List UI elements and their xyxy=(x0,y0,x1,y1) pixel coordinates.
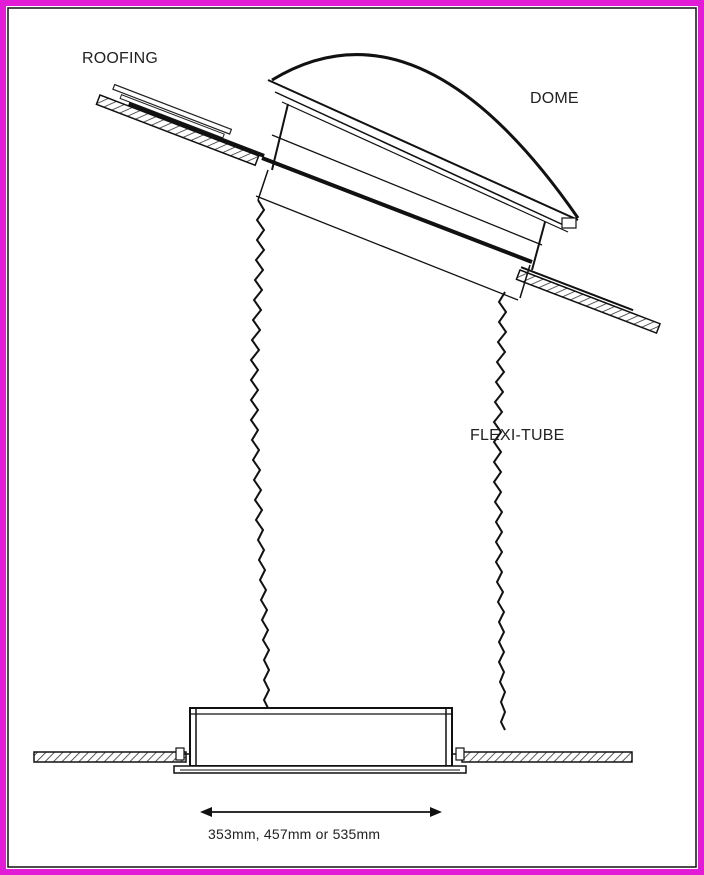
diameter-options-label: 353mm, 457mm or 535mm xyxy=(208,826,381,842)
roof-left xyxy=(95,83,265,167)
page-border-inner xyxy=(7,7,697,868)
dome-label: DOME xyxy=(530,90,579,107)
flexi-tube-label: FLEXI-TUBE xyxy=(470,427,565,444)
dome xyxy=(267,53,580,233)
flashing-collar xyxy=(255,103,546,301)
ceiling-left xyxy=(33,751,187,763)
roof-right xyxy=(515,266,662,335)
diffuser xyxy=(173,707,467,774)
flexi-tube-right-wall xyxy=(492,291,508,731)
flexi-tube-left-wall xyxy=(249,199,272,759)
dimension-arrow xyxy=(200,807,442,817)
roofing-label: ROOFING xyxy=(82,50,159,67)
roof-plane-line xyxy=(261,156,533,264)
ceiling-right xyxy=(461,751,633,763)
